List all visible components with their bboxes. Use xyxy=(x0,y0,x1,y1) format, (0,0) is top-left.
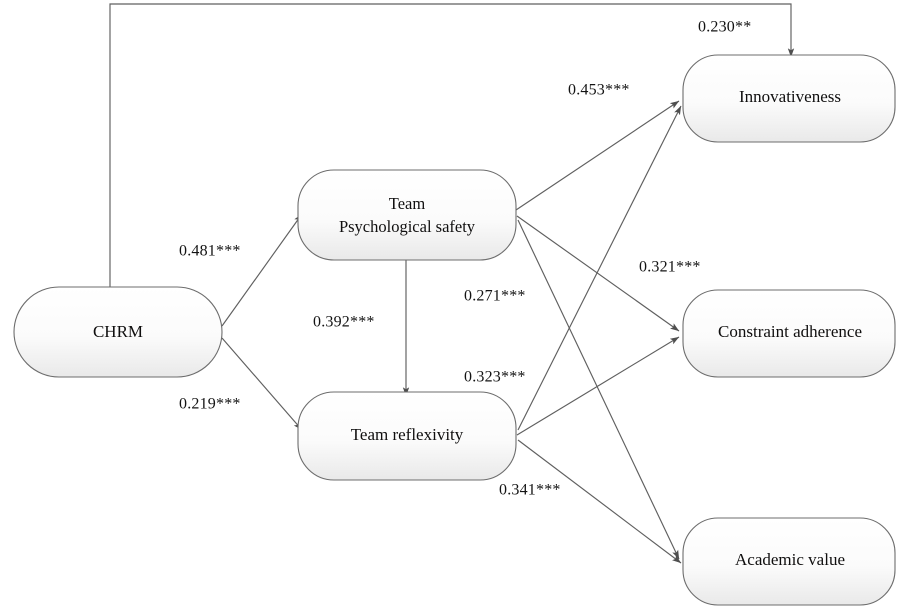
node-team-psychological-safety-shape[interactable] xyxy=(297,169,517,261)
node-team-reflexivity-shape[interactable] xyxy=(297,391,517,481)
edge-team-psychological-safety-to-constraint-adherence xyxy=(516,215,680,332)
node-constraint-adherence-label: Constraint adherence xyxy=(718,322,862,341)
node-academic-value[interactable]: Academic value xyxy=(682,517,896,606)
node-academic-value-shape[interactable] xyxy=(682,517,896,606)
edge-label-team-psychological-safety-to-innovativeness: 0.453*** xyxy=(568,82,630,99)
edge-label-chrm-to-team-psychological-safety: 0.481*** xyxy=(179,243,241,260)
edge-label-team-psychological-safety-to-team-reflexivity: 0.392*** xyxy=(313,314,375,331)
node-academic-value-label: Academic value xyxy=(735,550,845,569)
edge-label-team-reflexivity-to-constraint-adherence: 0.341*** xyxy=(499,482,561,499)
edge-chrm-to-team-psychological-safety xyxy=(221,213,303,327)
node-constraint-adherence[interactable]: Constraint adherence xyxy=(682,289,896,378)
edge-label-team-psychological-safety-to-academic-value: 0.321*** xyxy=(639,259,701,276)
node-team-reflexivity-label: Team reflexivity xyxy=(351,425,464,444)
edge-chrm-to-team-reflexivity xyxy=(221,337,303,431)
node-team-psychological-safety[interactable]: Team Psychological safety xyxy=(297,169,517,261)
node-chrm-label: CHRM xyxy=(93,322,143,341)
edge-layer xyxy=(109,3,795,564)
node-innovativeness[interactable]: Innovativeness xyxy=(682,54,896,143)
node-chrm[interactable]: CHRM xyxy=(13,286,223,378)
node-team-reflexivity[interactable]: Team reflexivity xyxy=(297,391,517,481)
edge-label-chrm-to-innovativeness: 0.230** xyxy=(698,19,751,36)
node-chrm-shape[interactable] xyxy=(13,286,223,378)
edge-team-reflexivity-to-innovativeness xyxy=(517,105,682,431)
node-constraint-adherence-shape[interactable] xyxy=(682,289,896,378)
edge-team-reflexivity-to-constraint-adherence xyxy=(516,336,680,436)
node-innovativeness-label: Innovativeness xyxy=(739,87,841,106)
edge-label-layer: 0.230** 0.453*** 0.481*** 0.321*** 0.271… xyxy=(179,19,751,499)
edge-label-team-reflexivity-to-innovativeness: 0.323*** xyxy=(464,369,526,386)
edge-team-psychological-safety-to-innovativeness xyxy=(515,100,680,211)
node-team-psychological-safety-label-line2: Psychological safety xyxy=(339,217,476,236)
edge-team-psychological-safety-to-academic-value xyxy=(517,219,680,560)
edge-label-chrm-to-team-reflexivity: 0.219*** xyxy=(179,396,241,413)
node-innovativeness-shape[interactable] xyxy=(682,54,896,143)
edge-team-reflexivity-to-academic-value xyxy=(517,439,682,564)
edge-chrm-to-innovativeness xyxy=(109,3,795,317)
node-team-psychological-safety-label-line1: Team xyxy=(389,194,426,213)
edge-label-team-psychological-safety-to-constraint-adherence: 0.271*** xyxy=(464,288,526,305)
